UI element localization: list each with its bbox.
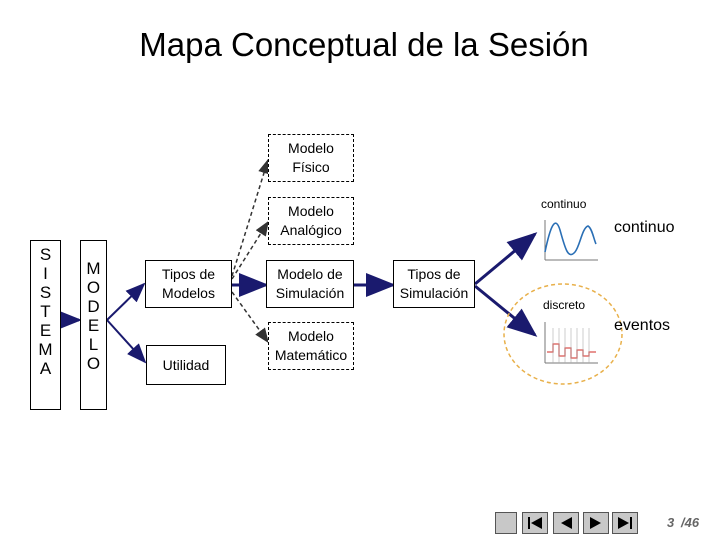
modelo-matematico-text: Modelo Matemático xyxy=(274,328,348,363)
arrow-tipos-analogico xyxy=(231,220,269,280)
skip-forward-icon xyxy=(618,517,632,529)
modelo-fisico-box: Modelo Físico xyxy=(268,134,354,182)
modelo-simulacion-box: Modelo de Simulación xyxy=(266,260,354,308)
highlight-ellipse xyxy=(503,283,623,385)
prev-icon xyxy=(561,517,572,529)
arrow-tipos-matematico xyxy=(231,291,269,344)
arrow-tipossim-discreto xyxy=(474,284,538,337)
arrow-modelo-tipos xyxy=(106,282,146,321)
square-icon xyxy=(496,513,516,533)
modelo-matematico-box: Modelo Matemático xyxy=(268,322,354,370)
arrow-modelo-utilidad xyxy=(106,319,147,364)
mini-continuo-label: continuo xyxy=(541,197,587,211)
nav-last-button[interactable] xyxy=(612,512,638,534)
modelo-text: M O D E L O xyxy=(86,259,101,373)
arrow-tipos-fisico xyxy=(231,158,270,277)
page-total: /46 xyxy=(681,515,700,530)
sistema-text: S I S T E M A xyxy=(38,245,53,378)
skip-back-icon xyxy=(528,517,542,529)
next-icon xyxy=(590,517,601,529)
arrow-tipossim-continuo xyxy=(474,232,538,286)
nav-blank-button[interactable] xyxy=(495,512,517,534)
modelo-fisico-text: Modelo Físico xyxy=(288,140,334,175)
tipos-simulacion-box: Tipos de Simulación xyxy=(393,260,475,308)
modelo-analogico-box: Modelo Analógico xyxy=(268,197,354,245)
tipos-simulacion-text: Tipos de Simulación xyxy=(399,266,469,301)
continuous-plot-icon xyxy=(544,220,598,261)
nav-first-button[interactable] xyxy=(522,512,548,534)
discrete-plot-icon xyxy=(544,322,598,364)
mini-discreto-label: discreto xyxy=(543,298,586,312)
page-current: 3 xyxy=(667,515,675,530)
modelo-box: M O D E L O xyxy=(80,240,107,410)
eventos-label: eventos xyxy=(614,317,671,334)
modelo-analogico-text: Modelo Analógico xyxy=(280,203,342,238)
tipos-modelos-text: Tipos de Modelos xyxy=(161,266,216,301)
nav-next-button[interactable] xyxy=(583,512,609,534)
tipos-modelos-box: Tipos de Modelos xyxy=(145,260,232,308)
continuo-label: continuo xyxy=(614,219,675,236)
slide-title: Mapa Conceptual de la Sesión xyxy=(139,26,589,63)
sistema-box: S I S T E M A xyxy=(30,240,61,410)
modelo-simulacion-text: Modelo de Simulación xyxy=(275,266,345,301)
nav-prev-button[interactable] xyxy=(553,512,579,534)
utilidad-text: Utilidad xyxy=(162,356,210,373)
utilidad-box: Utilidad xyxy=(146,345,226,385)
